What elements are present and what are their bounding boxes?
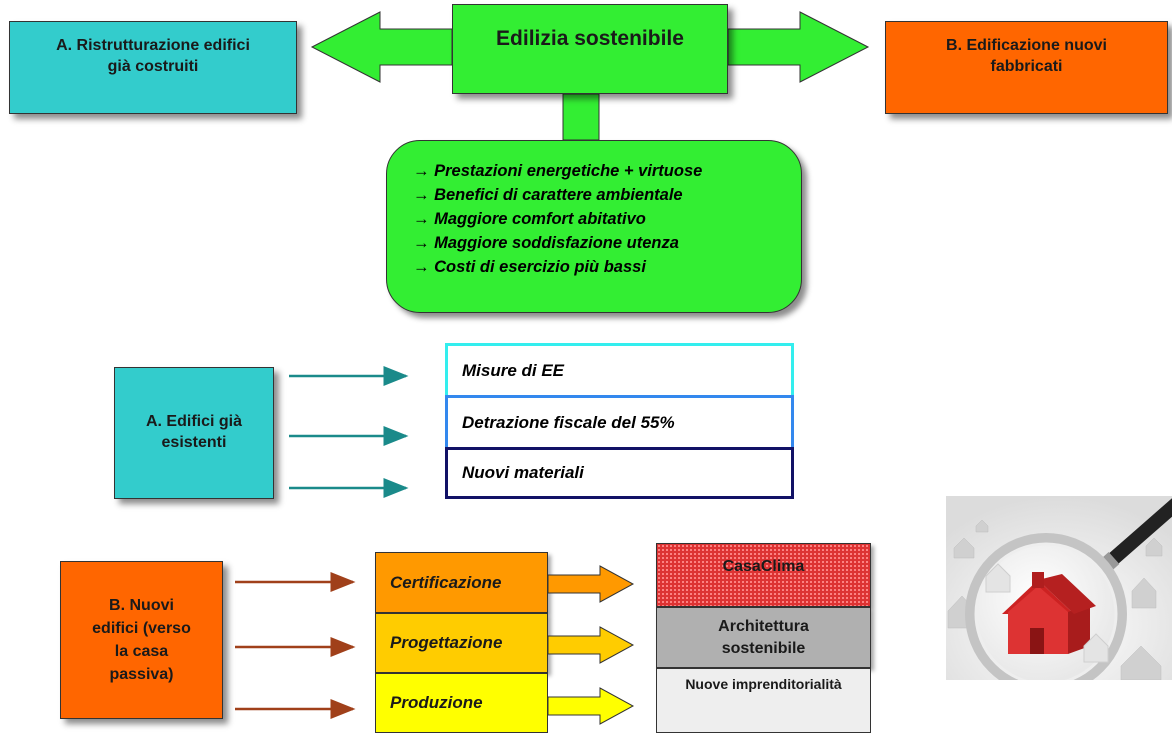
benefit-item: → Benefici di carattere ambientale xyxy=(413,186,683,204)
benefit-item: → Costi di esercizio più bassi xyxy=(413,258,646,276)
double-arrow-right xyxy=(727,11,870,83)
new-buildings-box: B. Nuovi edifici (verso la casa passiva) xyxy=(60,561,223,719)
result-imprenditorialita: Nuove imprenditorialità xyxy=(656,668,871,733)
step-certificazione: Certificazione xyxy=(375,552,548,613)
block-arrow xyxy=(547,626,635,664)
left-box: A. Ristrutturazione edifici già costruit… xyxy=(9,21,297,114)
step-progettazione: Progettazione xyxy=(375,613,548,673)
center-title-box: Edilizia sostenibile xyxy=(452,4,728,94)
benefits-box: → Prestazioni energetiche + virtuose → B… xyxy=(386,140,802,313)
right-box: B. Edificazione nuovi fabbricati xyxy=(885,21,1168,114)
measure-row: Detrazione fiscale del 55% xyxy=(445,395,794,450)
block-arrow xyxy=(547,565,635,603)
existing-buildings-box: A. Edifici già esistenti xyxy=(114,367,274,499)
result-casaclima: CasaClima xyxy=(656,543,871,607)
benefit-item: → Maggiore comfort abitativo xyxy=(413,210,646,228)
step-produzione: Produzione xyxy=(375,673,548,733)
benefit-item: → Prestazioni energetiche + virtuose xyxy=(413,162,703,180)
measure-row: Nuovi materiali xyxy=(445,447,794,499)
benefit-item: → Maggiore soddisfazione utenza xyxy=(413,234,679,252)
result-architettura: Architettura sostenibile xyxy=(656,607,871,668)
connector-stem xyxy=(562,93,600,141)
measure-row: Misure di EE xyxy=(445,343,794,398)
magnifier-house-icon xyxy=(946,496,1172,680)
block-arrow xyxy=(547,687,635,725)
center-title: Edilizia sostenibile xyxy=(496,27,684,50)
